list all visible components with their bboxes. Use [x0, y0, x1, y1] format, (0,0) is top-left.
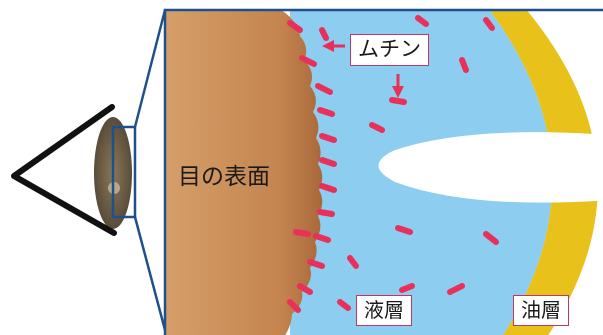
eye-surface — [165, 10, 323, 335]
mucin-strands — [287, 15, 499, 313]
panel-frame — [163, 8, 603, 335]
zoom-indicator — [111, 9, 167, 331]
magnified-panel — [165, 10, 603, 335]
oil-layer-label: 油層 — [513, 295, 569, 326]
mucin-arrow — [322, 40, 404, 98]
mucin-label: ムチン — [350, 34, 429, 66]
eye-surface-label: 目の表面 — [178, 164, 270, 190]
liquid-layer-label: 液層 — [356, 295, 412, 326]
oil-layer — [489, 10, 598, 335]
eye-white-gap — [378, 132, 603, 203]
